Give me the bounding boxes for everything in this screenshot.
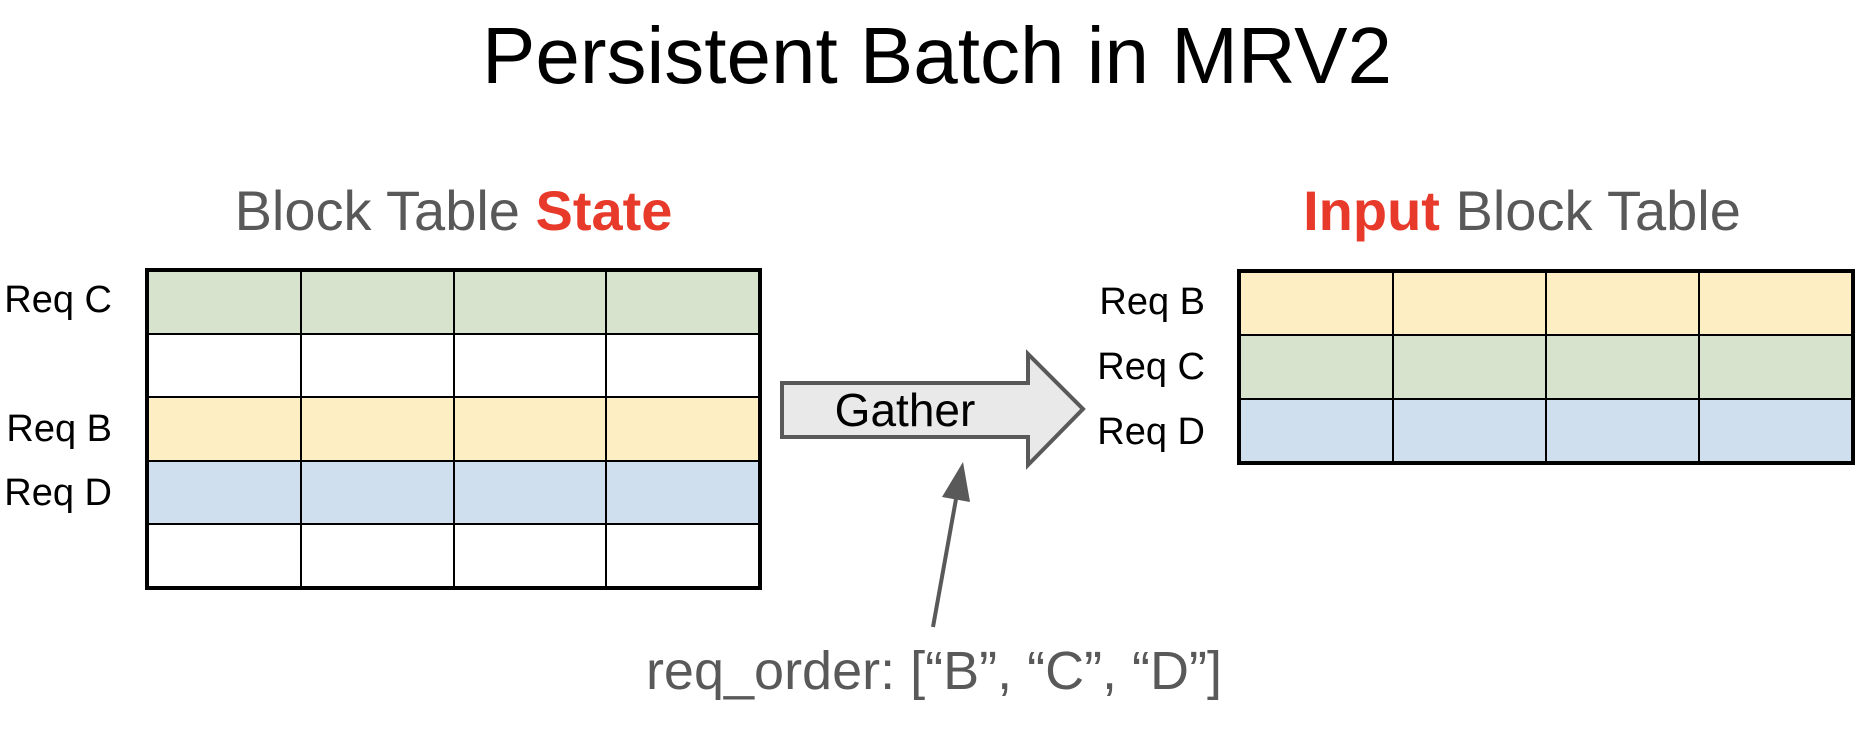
block-cell xyxy=(606,334,759,398)
left-table-title: Block Table State xyxy=(145,179,762,243)
block-cell xyxy=(1393,335,1546,399)
block-cell xyxy=(148,523,301,587)
right-row-label-req-d: Req D xyxy=(1097,411,1205,453)
left-row-label-req-b: Req B xyxy=(6,408,112,450)
block-cell xyxy=(300,334,454,398)
block-cell xyxy=(1546,272,1699,336)
block-cell xyxy=(453,397,607,461)
left-row-label-req-c: Req C xyxy=(4,279,112,321)
block-cell xyxy=(1393,398,1546,462)
block-cell xyxy=(300,460,454,524)
block-cell xyxy=(148,271,301,335)
block-cell xyxy=(148,397,301,461)
block-cell xyxy=(1240,272,1393,336)
block-cell xyxy=(453,334,607,398)
block-cell xyxy=(606,271,759,335)
req-order-annotation: req_order: [“B”, “C”, “D”] xyxy=(645,641,1223,701)
page-title: Persistent Batch in MRV2 xyxy=(481,11,1393,100)
block-cell xyxy=(148,460,301,524)
annotation-arrow-icon xyxy=(931,462,970,628)
right-row-label-req-c: Req C xyxy=(1097,346,1205,388)
block-cell xyxy=(1546,335,1699,399)
gather-arrow-icon xyxy=(780,349,1086,470)
block-cell xyxy=(1699,335,1852,399)
left-table-title-normal: Block Table xyxy=(234,179,536,242)
block-cell xyxy=(453,271,607,335)
block-cell xyxy=(1240,335,1393,399)
block-cell xyxy=(148,334,301,398)
block-cell xyxy=(1240,398,1393,462)
right-row-label-req-b: Req B xyxy=(1099,281,1205,323)
block-cell xyxy=(453,460,607,524)
right-table-title-accent: Input xyxy=(1303,179,1440,242)
state-block-table xyxy=(145,268,762,590)
input-block-table xyxy=(1237,269,1855,465)
right-table-title: Input Block Table xyxy=(1213,179,1831,243)
gather-label: Gather xyxy=(834,384,976,436)
block-cell xyxy=(300,397,454,461)
block-cell xyxy=(1546,398,1699,462)
block-cell xyxy=(300,523,454,587)
block-cell xyxy=(606,460,759,524)
block-cell xyxy=(606,397,759,461)
block-cell xyxy=(300,271,454,335)
left-table-title-accent: State xyxy=(535,179,673,242)
block-cell xyxy=(606,523,759,587)
left-row-label-req-d: Req D xyxy=(4,472,112,514)
block-cell xyxy=(1699,398,1852,462)
block-cell xyxy=(1699,272,1852,336)
right-table-title-normal: Block Table xyxy=(1439,179,1741,242)
block-cell xyxy=(1393,272,1546,336)
block-cell xyxy=(453,523,607,587)
